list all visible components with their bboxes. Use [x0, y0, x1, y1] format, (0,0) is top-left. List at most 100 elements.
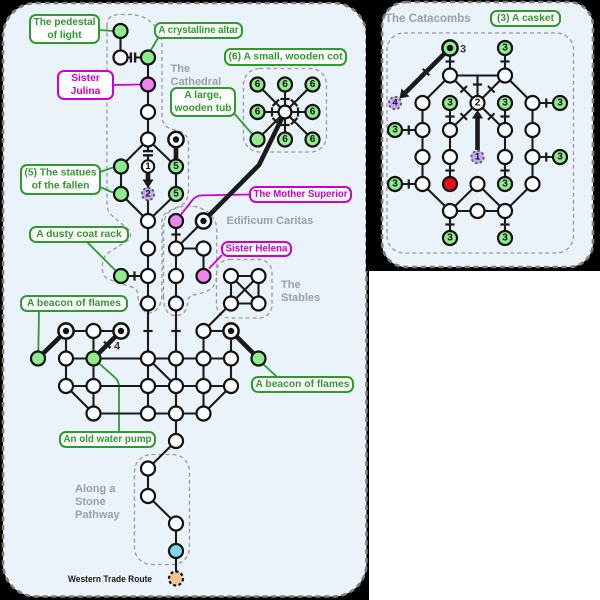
room-node [524, 175, 541, 193]
label-text-beacon-of-flames-east: A beacon of flames [256, 379, 350, 390]
room-node-3 [496, 94, 514, 112]
room-node [167, 515, 185, 532]
area-label-stone-pathway-label: Pathway [75, 509, 121, 521]
room-node [222, 295, 240, 312]
room-node [414, 175, 431, 193]
room-number: 3 [502, 43, 508, 54]
label-text-statues-of-the-fallen: (5) The statues [25, 168, 97, 179]
room-number: 3 [502, 179, 508, 190]
area-label-the-cathedral-label: Cathedral [171, 76, 222, 88]
label-connector-sister-helena [208, 254, 223, 270]
label-text-wooden-cot: (6) A small, wooden cot [229, 52, 344, 63]
room-node [139, 295, 157, 312]
room-node [469, 202, 486, 220]
room-node [496, 148, 514, 166]
room-number: 3 [557, 152, 563, 163]
text-catacombs-marker-3-side: 3 [460, 44, 466, 56]
room-node [167, 432, 185, 450]
room-number: 6 [282, 134, 288, 145]
room-node [195, 240, 212, 257]
waypoint-number: 1 [145, 161, 151, 172]
label-text-wooden-tub: A large, [184, 90, 222, 101]
door-tick-icon [487, 85, 496, 94]
door-tick-icon [290, 98, 299, 107]
room-node [139, 267, 157, 285]
room-node [167, 405, 185, 422]
room-node [139, 240, 157, 257]
room-node [139, 460, 157, 477]
path-arrow-1-to-2-head [142, 179, 154, 188]
label-connector-wooden-tub [233, 112, 254, 136]
label-text-pedestal-of-light: of light [47, 30, 82, 41]
room-number: 3 [502, 98, 508, 109]
label-connector-dusty-coat-rack [86, 241, 117, 272]
label-text-mother-superior: The Mother Superior [254, 189, 348, 200]
area-label-the-catacombs-label: The Catacombs [385, 13, 471, 25]
room-node [441, 202, 459, 220]
room-node [167, 542, 185, 560]
room-node-5 [167, 185, 185, 203]
room-node [222, 350, 240, 367]
label-box-statues-of-the-fallen [20, 164, 101, 195]
room-node [441, 67, 459, 84]
room-node [167, 295, 185, 312]
room-node-6 [276, 131, 294, 148]
label-text-statues-of-the-fallen: of the fallen [32, 180, 90, 191]
label-connector-beacon-of-flames-west [37, 310, 40, 353]
door-tick-icon [271, 117, 280, 126]
bullseye-dot [62, 327, 70, 335]
room-node [57, 350, 75, 367]
label-box-mother-superior [249, 186, 352, 203]
room-node-3 [386, 175, 404, 193]
room-node-3 [496, 39, 514, 57]
catacombs-arrow-1-to-2-head [471, 110, 484, 119]
room-node [250, 295, 267, 312]
room-node [167, 570, 185, 587]
room-number: 3 [392, 179, 398, 190]
room-node [496, 202, 514, 220]
label-connector-statues-of-the-fallen-1 [99, 186, 114, 194]
waypoint-marker-4 [387, 95, 403, 111]
room-node [167, 267, 185, 285]
catacombs-arrow-3-to-4-shaft [403, 46, 452, 95]
main-map-panel [1, 1, 368, 598]
label-box-wooden-tub [170, 87, 236, 117]
label-box-old-water-pump [59, 431, 156, 448]
label-connector-statues-of-the-fallen [99, 166, 114, 173]
room-node [29, 350, 47, 367]
room-node [85, 405, 102, 422]
label-text-sister-julina: Sister [71, 73, 100, 84]
label-box-pedestal-of-light [29, 14, 100, 44]
door-tick-icon [103, 340, 112, 349]
room-node-3 [441, 229, 459, 247]
catacombs-panel [380, 0, 595, 269]
area-label-edificum-caritas-label: Edificum Caritas [227, 215, 314, 227]
room-node-3 [551, 148, 569, 166]
room-node [414, 94, 431, 112]
room-node [139, 350, 157, 367]
waypoint-number: 4 [392, 98, 398, 109]
room-node [139, 487, 157, 505]
room-node-3 [386, 121, 404, 139]
room-node [250, 267, 267, 285]
room-node [139, 405, 157, 422]
waypoint-marker-1 [470, 149, 485, 165]
label-box-sister-julina [57, 70, 114, 100]
door-tick-icon [487, 112, 496, 121]
bullseye-dot [200, 217, 207, 225]
room-node-6 [304, 131, 321, 148]
waypoint-marker-2 [140, 186, 156, 202]
label-box-beacon-of-flames-west [20, 295, 128, 312]
room-number: 5 [173, 161, 179, 172]
waypoint-number: 2 [145, 189, 150, 200]
text-courtyard-marker-4-side: 4 [114, 341, 121, 353]
room-node [195, 377, 212, 395]
room-node [195, 350, 212, 367]
label-text-sister-julina: Julina [71, 86, 101, 97]
bullseye-dot [227, 327, 235, 335]
door-tick-icon [271, 98, 280, 107]
room-number: 5 [173, 189, 179, 200]
room-node [112, 267, 130, 285]
label-connector-pedestal-of-light [98, 29, 114, 32]
waypoint-number: 1 [475, 152, 481, 163]
